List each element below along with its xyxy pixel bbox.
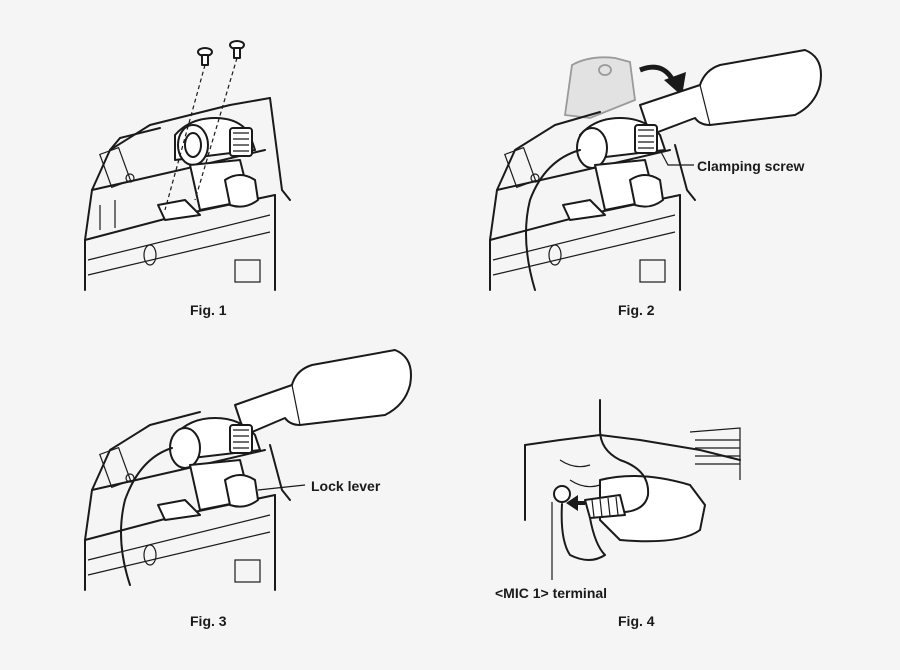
insert-arrow-icon [566,495,585,511]
leader-line [659,149,694,166]
microphone [234,349,412,436]
camera-side [524,427,741,543]
fig4-caption: Fig. 4 [618,613,655,629]
mic-holder [157,417,261,521]
mic1-terminal-label: <MIC 1> terminal [495,585,608,601]
fig2-illustration [489,49,822,291]
fig1-illustration [84,40,291,291]
leader-line [257,484,306,491]
mic-holder [157,117,259,221]
mic-holder [562,117,666,221]
fig1-caption: Fig. 1 [190,302,227,318]
clamping-screw-label: Clamping screw [697,158,805,174]
fig3-illustration [84,349,412,591]
camera-body [84,97,291,291]
mic-cable [599,399,650,513]
xlr-connector [584,494,626,519]
mic-cable [525,149,581,291]
fig3-caption: Fig. 3 [190,613,227,629]
microphone [639,49,822,136]
screw-icon-right [229,40,245,59]
rotate-arrow-icon [639,64,686,96]
fig2-caption: Fig. 2 [618,302,655,318]
lock-lever-label: Lock lever [311,478,381,494]
mic-cable-loop [560,503,606,561]
mic-cable [120,447,173,586]
ghost-holder [563,56,636,119]
